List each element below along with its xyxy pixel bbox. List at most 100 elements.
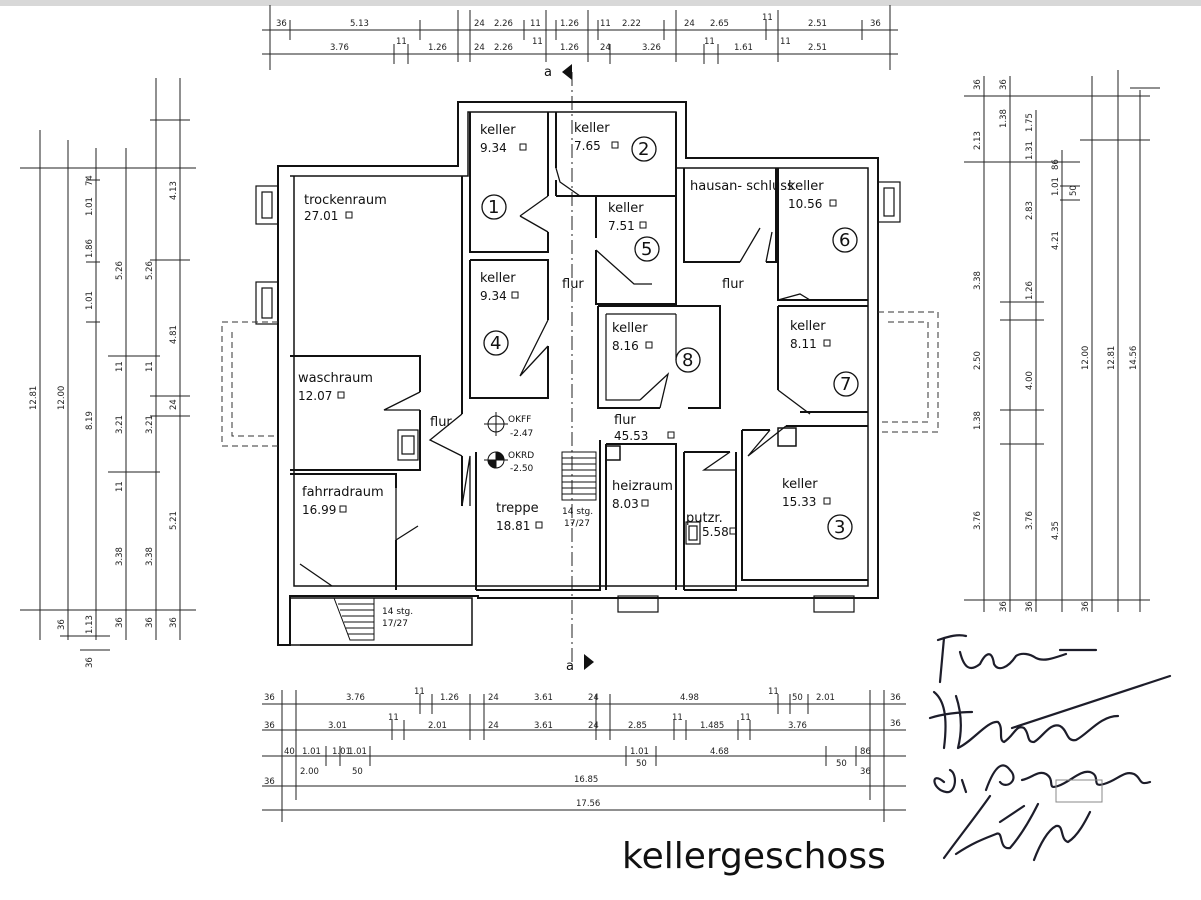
walls — [277, 101, 879, 646]
svg-text:2.83: 2.83 — [1025, 201, 1035, 220]
stairs-main-ratio: 17/27 — [564, 519, 590, 529]
svg-text:14.56: 14.56 — [1129, 346, 1139, 370]
svg-text:36: 36 — [57, 619, 67, 630]
svg-text:1.01: 1.01 — [85, 197, 95, 216]
svg-text:2.01: 2.01 — [428, 721, 447, 731]
svg-text:1.26: 1.26 — [560, 43, 579, 53]
svg-text:11: 11 — [115, 481, 125, 492]
light-wells — [255, 181, 901, 613]
room-name-keller-6: keller — [788, 179, 824, 194]
signature-1 — [936, 634, 1098, 684]
room-number-3: 3 — [834, 517, 845, 538]
room-name-keller-2: keller — [574, 121, 610, 136]
svg-text:1.01: 1.01 — [630, 747, 649, 757]
svg-text:11: 11 — [704, 37, 715, 47]
svg-text:24: 24 — [474, 19, 485, 29]
room-name-keller-7: keller — [790, 319, 826, 334]
room-number-1: 1 — [488, 197, 499, 218]
svg-text:36: 36 — [973, 79, 983, 90]
svg-text:24: 24 — [488, 693, 499, 703]
svg-text:86: 86 — [1051, 159, 1061, 170]
svg-text:5.21: 5.21 — [169, 511, 179, 530]
svg-text:11: 11 — [396, 37, 407, 47]
stairs-outside-count: 14 stg. — [382, 607, 413, 617]
svg-text:3.76: 3.76 — [1025, 511, 1035, 530]
section-marker-top: a — [544, 65, 552, 80]
svg-text:1.01: 1.01 — [85, 291, 95, 310]
svg-text:5.13: 5.13 — [350, 19, 369, 29]
svg-text:24: 24 — [684, 19, 695, 29]
right-dimension-labels: 2.13 1.38 3.38 2.50 1.38 3.76 2.83 1.26 … — [973, 79, 1139, 612]
room-area-keller-3: 15.33 — [782, 495, 816, 509]
svg-text:12.00: 12.00 — [57, 386, 67, 410]
svg-text:1.26: 1.26 — [560, 19, 579, 29]
svg-text:24: 24 — [169, 399, 179, 410]
room-area-keller-5: 7.51 — [608, 219, 635, 233]
room-number-6: 6 — [839, 230, 850, 251]
svg-text:36: 36 — [860, 767, 871, 777]
svg-text:36: 36 — [115, 617, 125, 628]
room-name-putzr: putzr. — [686, 511, 723, 526]
total-outer: 17.56 — [576, 799, 600, 809]
svg-text:2.51: 2.51 — [808, 19, 827, 29]
svg-text:86: 86 — [860, 747, 871, 757]
okrd-value: -2.50 — [510, 464, 534, 474]
svg-text:36: 36 — [890, 719, 901, 729]
svg-text:4.13: 4.13 — [169, 181, 179, 200]
svg-text:2.26: 2.26 — [494, 19, 513, 29]
room-number-7: 7 — [840, 374, 851, 395]
stairs-main-count: 14 stg. — [562, 507, 593, 517]
svg-text:2.65: 2.65 — [710, 19, 729, 29]
svg-text:1.26: 1.26 — [440, 693, 459, 703]
svg-text:1.61: 1.61 — [734, 43, 753, 53]
svg-text:3.76: 3.76 — [330, 43, 349, 53]
svg-text:1.485: 1.485 — [700, 721, 724, 731]
svg-text:11: 11 — [740, 713, 751, 723]
room-name-heizraum: heizraum — [612, 479, 673, 494]
room-area-keller-7: 8.11 — [790, 337, 817, 351]
svg-text:50: 50 — [636, 759, 647, 769]
svg-text:11: 11 — [414, 687, 425, 697]
room-name-waschraum: waschraum — [298, 371, 373, 386]
svg-text:5.26: 5.26 — [145, 261, 155, 280]
room-area-waschraum: 12.07 — [298, 389, 332, 403]
flur-label-2: flur — [722, 277, 744, 292]
okrd-label: OKRD — [508, 451, 534, 461]
stairs-main — [561, 451, 597, 501]
svg-text:3.01: 3.01 — [328, 721, 347, 731]
room-area-keller-1: 9.34 — [480, 141, 507, 155]
svg-text:3.76: 3.76 — [346, 693, 365, 703]
room-area-flur-main: 45.53 — [614, 429, 648, 443]
svg-text:11: 11 — [768, 687, 779, 697]
signature-3 — [933, 764, 1152, 803]
svg-text:1.01: 1.01 — [332, 747, 351, 757]
svg-text:2.51: 2.51 — [808, 43, 827, 53]
svg-text:4.00: 4.00 — [1025, 371, 1035, 390]
room-area-keller-2: 7.65 — [574, 139, 601, 153]
room-number-8: 8 — [682, 350, 693, 371]
svg-text:36: 36 — [1081, 601, 1091, 612]
room-name-treppe: treppe — [496, 501, 539, 516]
svg-text:50: 50 — [352, 767, 363, 777]
top-dimension-labels: 36 5.13 24 2.26 11 1.26 11 2.22 24 2.65 … — [276, 13, 881, 53]
svg-text:36: 36 — [85, 657, 95, 668]
svg-text:36: 36 — [264, 693, 275, 703]
svg-text:2.50: 2.50 — [973, 351, 983, 370]
svg-text:3.38: 3.38 — [145, 547, 155, 566]
room-area-keller-6: 10.56 — [788, 197, 822, 211]
svg-text:36: 36 — [264, 721, 275, 731]
svg-text:36: 36 — [890, 693, 901, 703]
flur-label-3: flur — [430, 415, 452, 430]
svg-text:50: 50 — [792, 693, 803, 703]
terraces — [221, 311, 939, 447]
room-name-keller-8: keller — [612, 321, 648, 336]
area-markers — [337, 141, 837, 535]
svg-text:2.13: 2.13 — [973, 131, 983, 150]
svg-text:11: 11 — [780, 37, 791, 47]
room-number-circles — [481, 136, 859, 540]
svg-text:3.26: 3.26 — [642, 43, 661, 53]
room-area-heizraum: 8.03 — [612, 497, 639, 511]
svg-text:4.81: 4.81 — [169, 325, 179, 344]
room-area-keller-4: 9.34 — [480, 289, 507, 303]
svg-text:2.22: 2.22 — [622, 19, 641, 29]
